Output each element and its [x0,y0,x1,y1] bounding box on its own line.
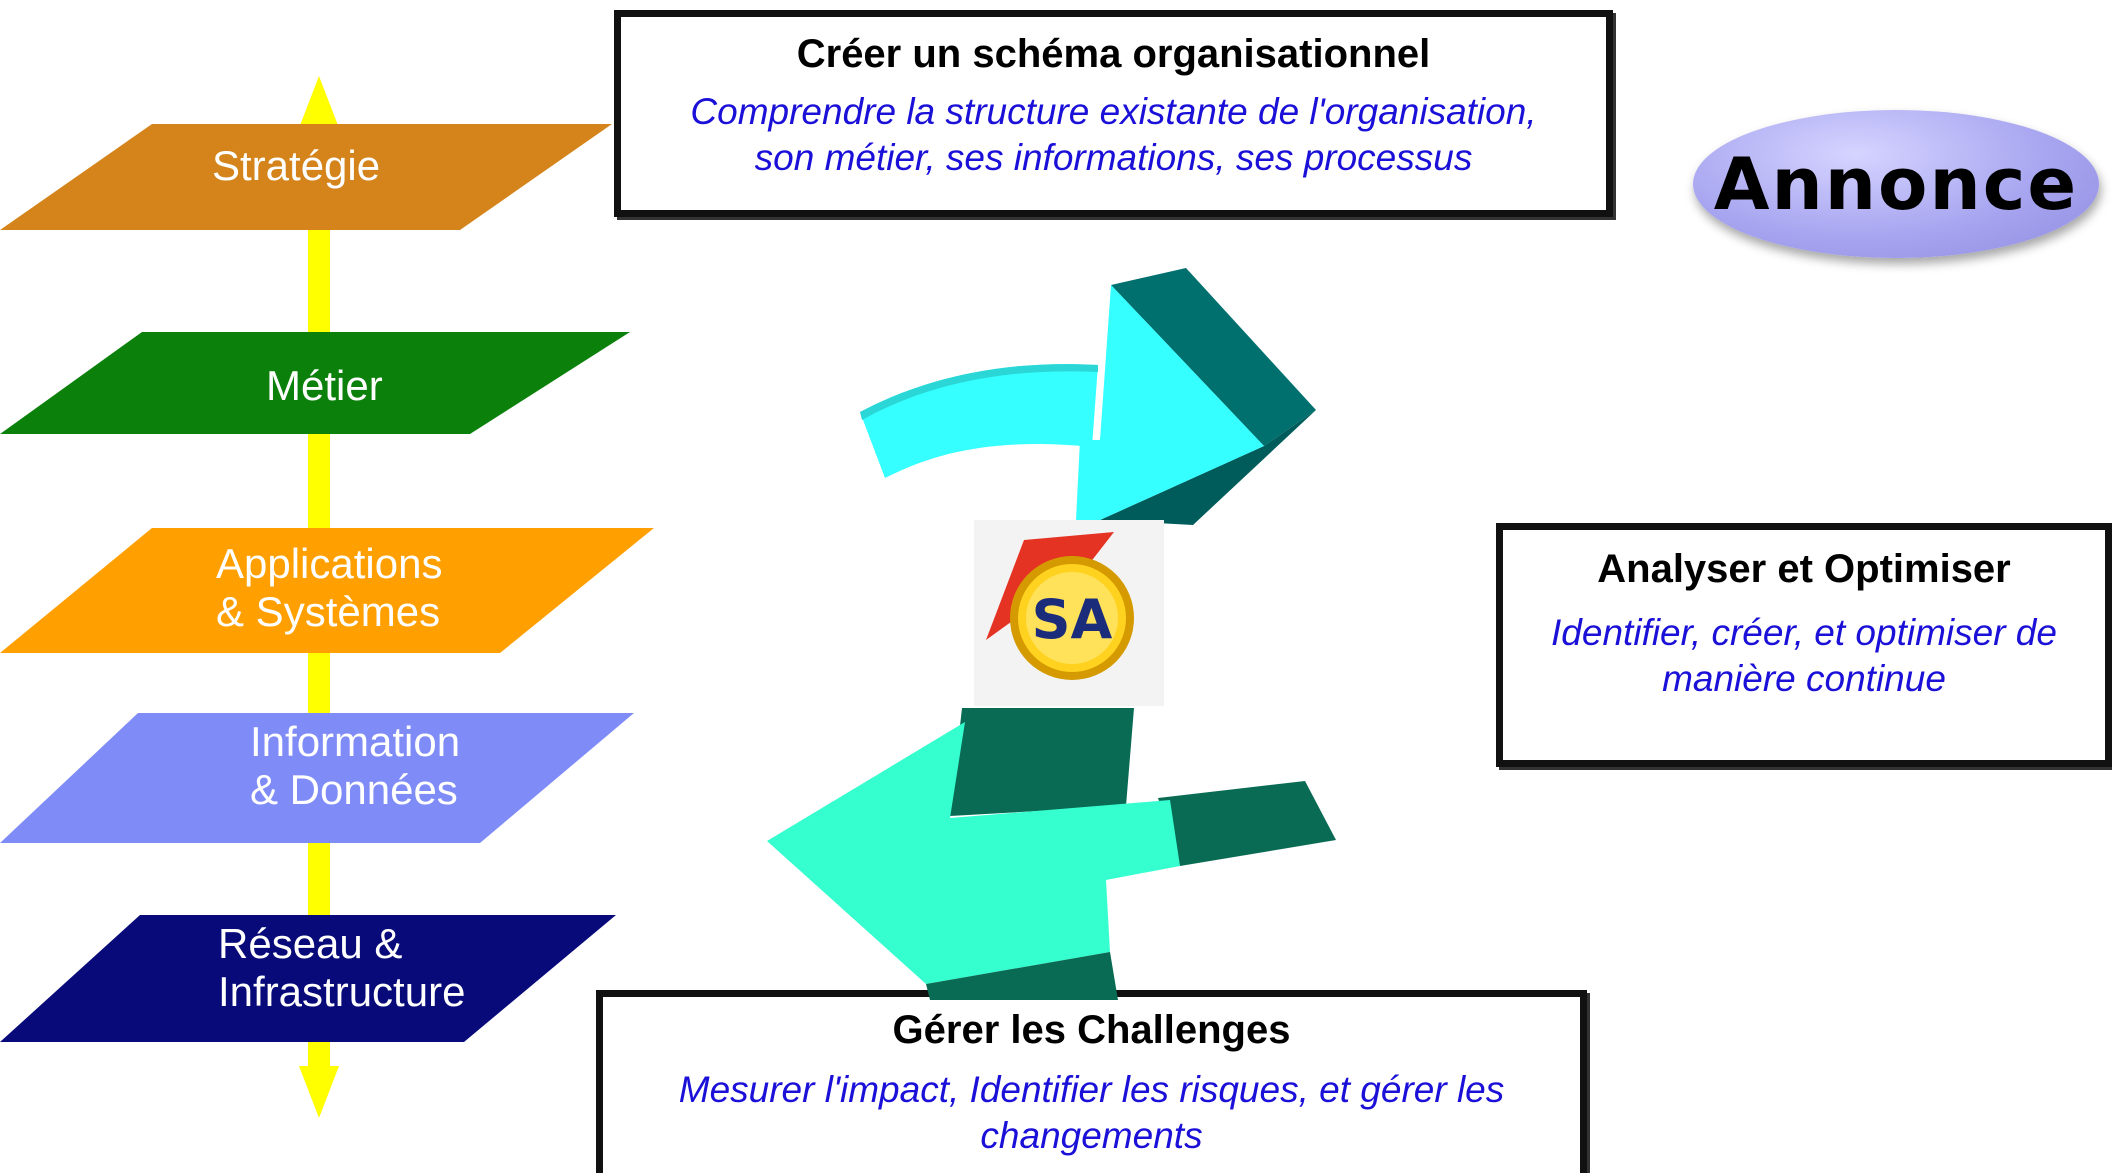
layer-shape-metier [0,332,630,434]
axis-arrow-down-icon [299,1066,339,1118]
axis-arrow-up-icon [299,76,339,128]
box-manage-challenges: Gérer les Challenges Mesurer l'impact, I… [596,990,1587,1173]
box-desc-analyze-optimize: Identifier, créer, et optimiser de maniè… [1551,612,2057,699]
layer-shape-information [0,713,634,843]
layer-label-reseau: Réseau & Infrastructure [218,920,466,1015]
box-create-org-schema: Créer un schéma organisationnel Comprend… [614,10,1613,217]
sa-logo-text: SA [1031,588,1113,651]
box-title-analyze-optimize: Analyser et Optimiser [1597,547,2011,591]
layer-label-applications: Applications & Systèmes [216,540,443,635]
box-desc-create-org-schema: Comprendre la structure existante de l'o… [690,91,1537,178]
annonce-badge[interactable]: Annonce [1693,110,2099,258]
layer-label-strategie: Stratégie [212,142,381,189]
sa-logo: SA [974,520,1164,706]
layer-label-information: Information & Données [250,718,461,813]
box-title-create-org-schema: Créer un schéma organisationnel [796,32,1431,76]
box-desc-manage-challenges: Mesurer l'impact, Identifier les risques… [678,1069,1505,1156]
layer-shape-applications [0,528,654,653]
box-title-manage-challenges: Gérer les Challenges [892,1008,1291,1052]
annonce-label: Annonce [1713,142,2079,226]
box-analyze-optimize: Analyser et Optimiser Identifier, créer,… [1496,523,2112,767]
layer-shape-reseau [0,915,616,1042]
arrow-right-icon [860,268,1316,525]
layer-label-metier: Métier [266,362,383,409]
sa-logo-icon [986,532,1134,680]
layer-shape-strategie [0,124,612,230]
arrow-left-icon [767,708,1336,1000]
